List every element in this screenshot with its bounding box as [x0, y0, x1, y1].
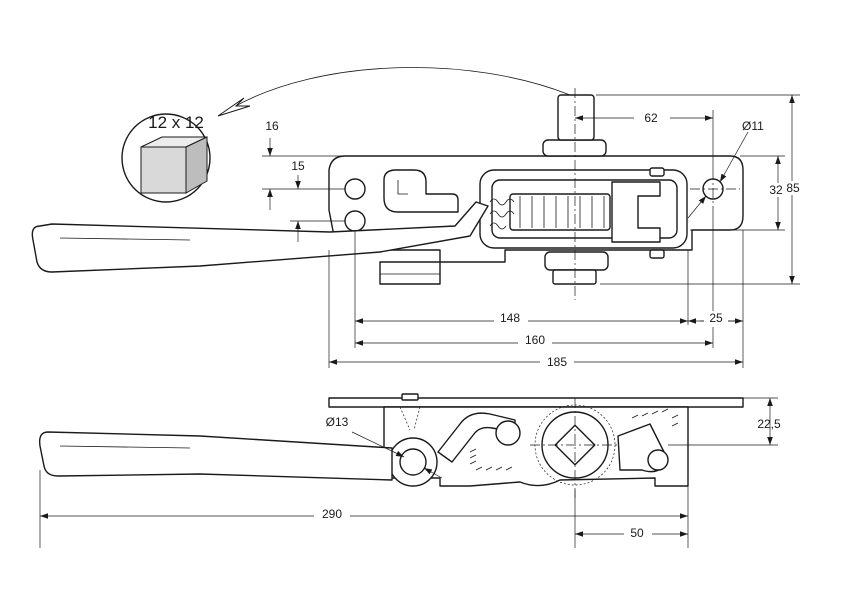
cam-tab	[649, 249, 665, 259]
dim-d13: Ø13	[326, 415, 349, 429]
dim-16: 16	[265, 119, 279, 133]
spring-coils	[489, 196, 605, 230]
spindle-boss-top	[542, 139, 607, 157]
dim-15: 15	[291, 159, 305, 173]
square-cube-icon	[140, 136, 208, 194]
dim-25: 25	[709, 311, 723, 325]
stop-block	[379, 261, 441, 285]
lever-handle	[31, 201, 489, 273]
spring-section	[469, 408, 679, 471]
linkage-hole	[495, 420, 521, 446]
dim-62: 62	[644, 111, 658, 125]
l-slot	[383, 169, 459, 213]
latch-pin	[647, 449, 669, 471]
spindle-shaft-top	[557, 94, 595, 141]
dim-148: 148	[500, 311, 520, 325]
side-dimensions: Ø13 22,5 290 50	[39, 397, 781, 548]
square-size-label: 12 x 12	[148, 113, 204, 132]
latch-arm	[611, 181, 661, 243]
side-view	[38, 393, 744, 500]
dim-85: 85	[786, 181, 800, 195]
callout-arrow	[231, 67, 571, 109]
square-section-callout: 12 x 12	[121, 67, 571, 203]
dim-d11: Ø11	[742, 119, 764, 133]
cam-tab	[649, 167, 665, 177]
side-lever-handle	[38, 431, 393, 481]
dim-50: 50	[630, 526, 644, 540]
dim-160: 160	[525, 333, 545, 347]
spring-pack	[509, 193, 611, 231]
spindle-nut	[552, 269, 597, 285]
dim-22-5: 22,5	[757, 417, 781, 431]
dim-185: 185	[547, 355, 567, 369]
dim-290: 290	[322, 507, 342, 521]
body-tab	[401, 393, 419, 401]
top-view	[31, 88, 744, 300]
pivot-hole-d13	[399, 448, 427, 476]
side-mounting-plate	[328, 397, 744, 408]
mounting-hole	[344, 178, 366, 200]
dim-32: 32	[769, 183, 783, 197]
mounting-hole	[344, 210, 366, 232]
spindle-boss-bottom	[544, 251, 609, 271]
callout-arrowhead-icon	[217, 97, 251, 117]
top-dimensions: 62 Ø11 16 15 32 85 14	[262, 94, 804, 369]
